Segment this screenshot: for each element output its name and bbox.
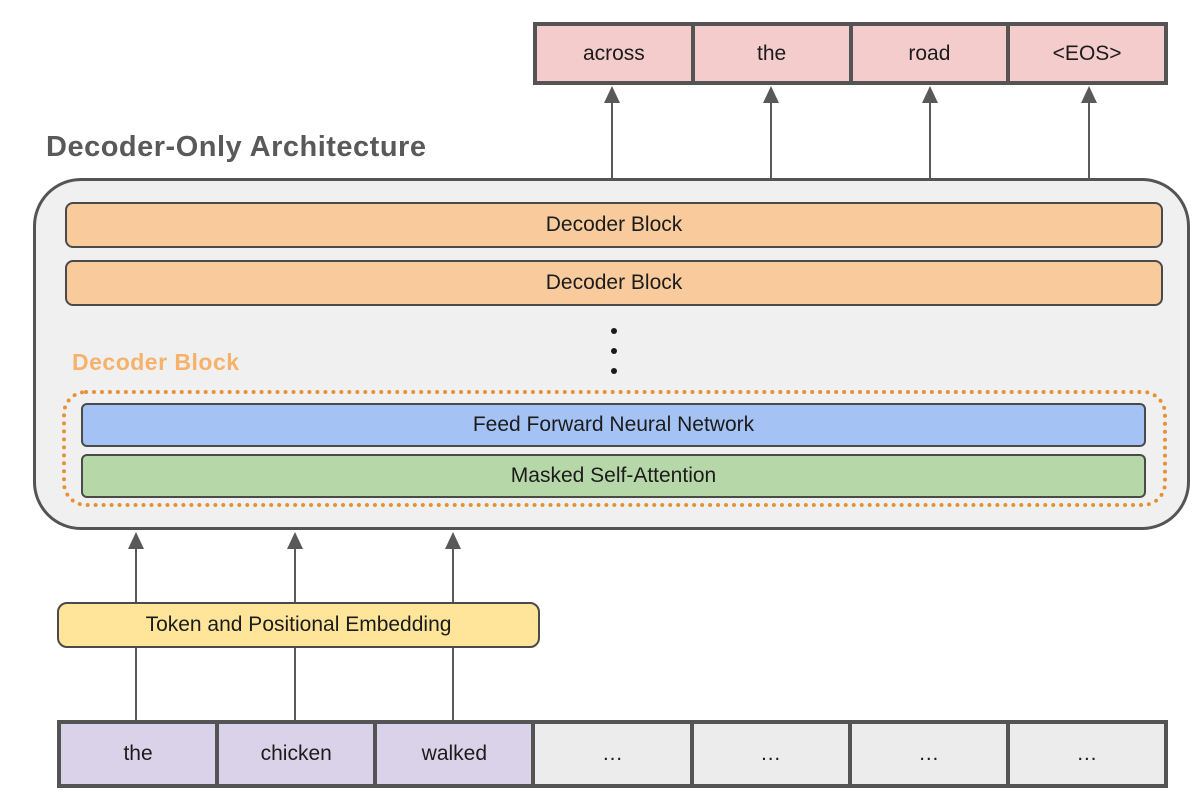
decoder-block-outline xyxy=(62,390,1167,507)
decoder-block-label: Decoder Block xyxy=(72,349,240,375)
input-token-cell: walked xyxy=(377,724,532,784)
up-arrow-line xyxy=(1088,100,1090,178)
up-arrow-line xyxy=(770,100,772,178)
up-arrow-line xyxy=(611,100,613,178)
input-token-row: the chicken walked … … … … xyxy=(57,720,1168,788)
input-placeholder-cell: … xyxy=(1009,724,1164,784)
decoder-block-bar: Decoder Block xyxy=(65,202,1163,248)
up-arrow-icon xyxy=(922,86,938,103)
input-placeholder-cell: … xyxy=(535,724,690,784)
up-arrow-icon xyxy=(445,532,461,549)
up-arrow-icon xyxy=(604,86,620,103)
decoder-block-bar: Decoder Block xyxy=(65,260,1163,306)
up-arrow-icon xyxy=(128,532,144,549)
output-token-cell: the xyxy=(694,26,849,81)
diagram-title: Decoder-Only Architecture xyxy=(46,131,427,163)
feed-forward-bar: Feed Forward Neural Network xyxy=(81,403,1146,447)
output-token-cell: road xyxy=(852,26,1007,81)
embedding-box: Token and Positional Embedding xyxy=(57,602,540,648)
input-token-cell: the xyxy=(61,724,216,784)
output-token-row: across the road <EOS> xyxy=(533,22,1168,85)
up-arrow-icon xyxy=(763,86,779,103)
up-arrow-icon xyxy=(1081,86,1097,103)
output-token-cell: across xyxy=(537,26,691,81)
output-token-cell: <EOS> xyxy=(1010,26,1164,81)
masked-self-attention-bar: Masked Self-Attention xyxy=(81,454,1146,498)
up-arrow-line xyxy=(929,100,931,178)
input-placeholder-cell: … xyxy=(851,724,1006,784)
input-token-cell: chicken xyxy=(219,724,374,784)
up-arrow-icon xyxy=(287,532,303,549)
input-placeholder-cell: … xyxy=(693,724,848,784)
